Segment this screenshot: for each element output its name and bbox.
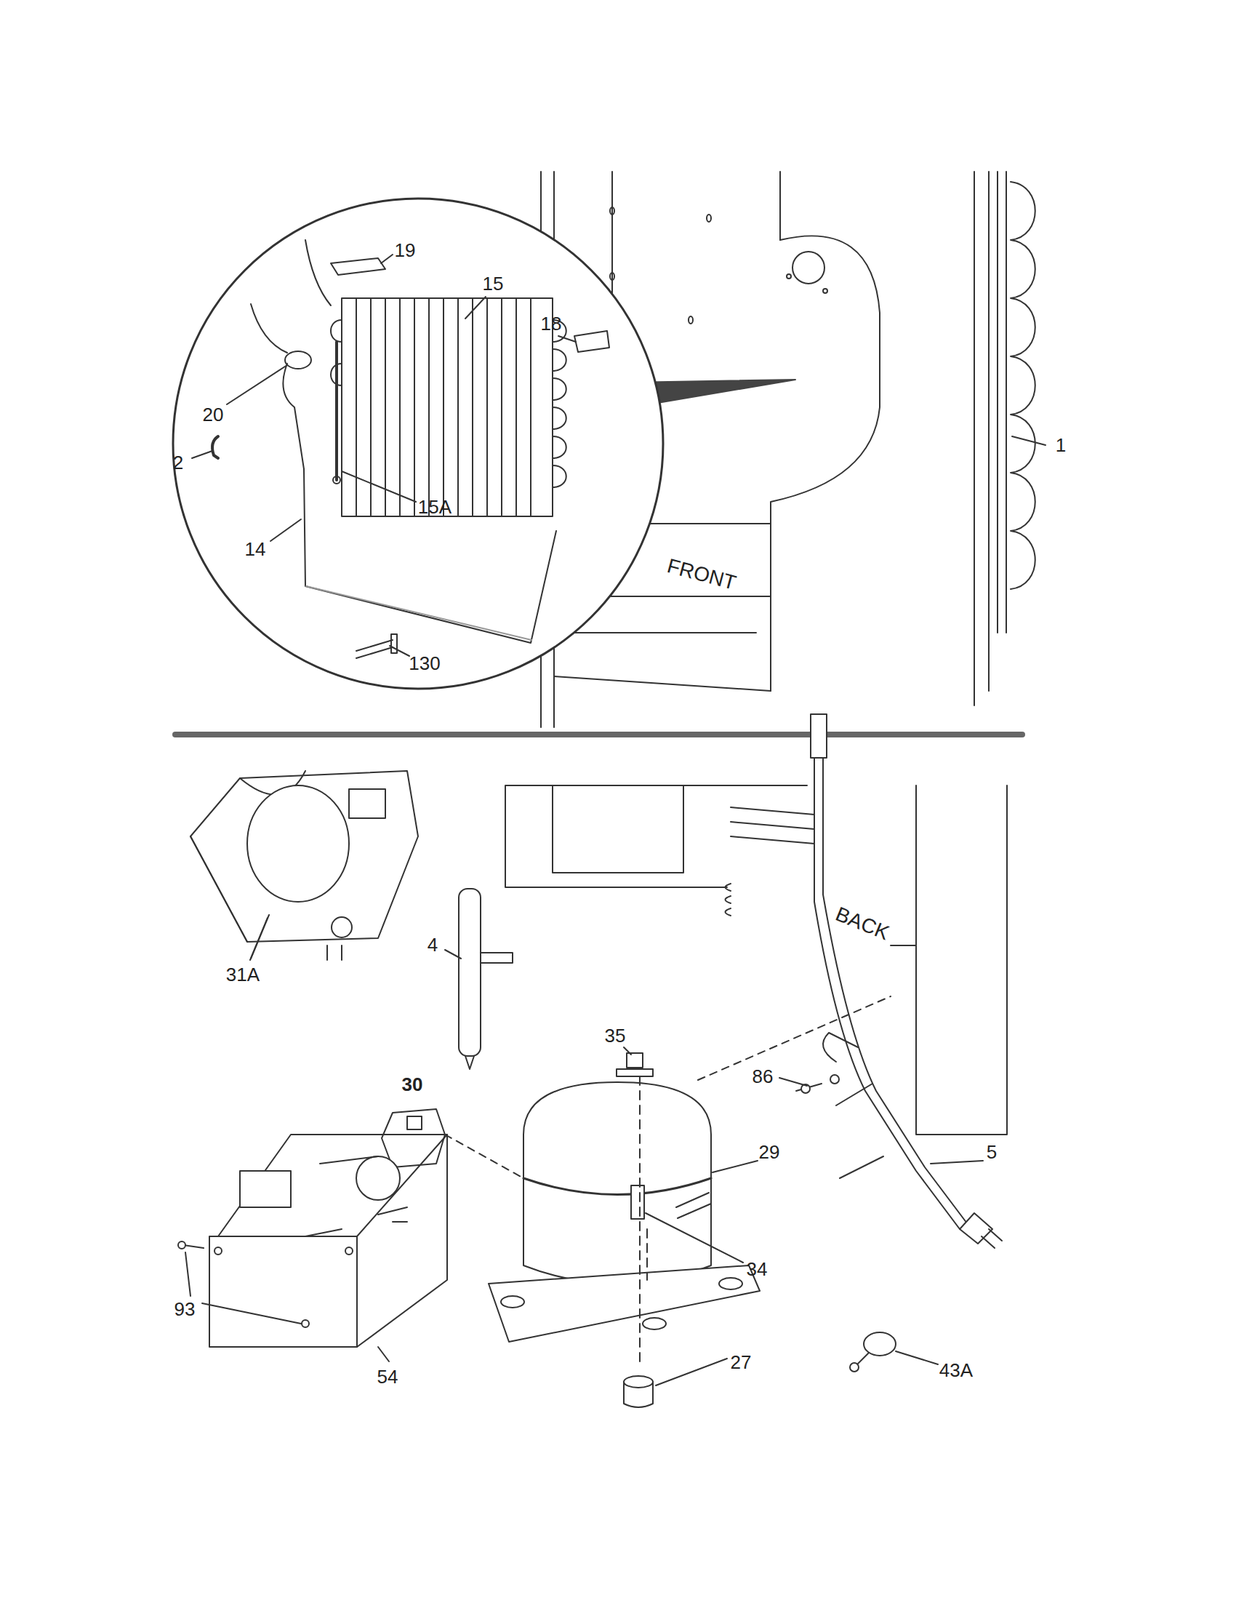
callout-number: 4 <box>425 933 440 956</box>
callout-number: 43A <box>937 1358 975 1381</box>
callout-number: 14 <box>242 538 269 560</box>
callout-number: 30 <box>399 1073 426 1095</box>
orientation-label: BACK <box>830 901 895 946</box>
callout-number: 19 <box>392 239 419 262</box>
callout-number: 5 <box>984 1140 999 1163</box>
callout-number: 130 <box>406 652 443 674</box>
callout-number: 1 <box>1053 434 1069 456</box>
callout-number: 15A <box>415 495 454 518</box>
callout-number: 15 <box>480 272 507 295</box>
callout-number: 29 <box>756 1140 783 1163</box>
callout-number: 93 <box>172 1297 198 1320</box>
callout-number: 18 <box>538 312 565 335</box>
callout-number: 34 <box>744 1257 770 1280</box>
callout-number: 54 <box>375 1365 401 1388</box>
callout-number: 2 <box>170 451 186 474</box>
callout-number: 20 <box>200 403 227 426</box>
orientation-label: FRONT <box>662 553 741 595</box>
callout-number: 86 <box>750 1065 776 1087</box>
callout-number: 31A <box>223 963 262 986</box>
callout-number: 35 <box>602 1024 629 1047</box>
callout-number: 27 <box>728 1350 754 1373</box>
